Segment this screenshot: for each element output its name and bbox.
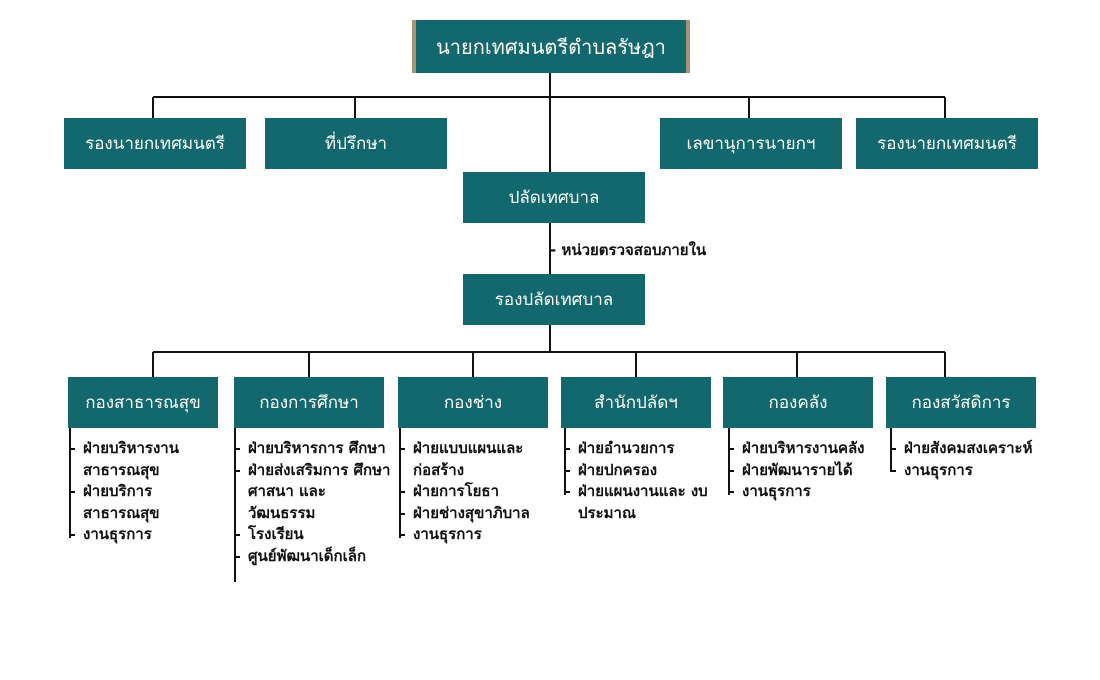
clerk-office-sublist: ฝ่ายอำนวยการ ฝ่ายปกครอง ฝ่ายแผนงานและ งบ… [563,438,719,524]
division-label: กองช่าง [443,393,503,413]
sub-unit-item: โรงเรียน [233,524,395,546]
division-box-education: กองการศึกษา [234,377,384,428]
sub-unit-item: ศูนย์พัฒนาเด็กเล็ก [233,546,395,568]
division-box-public-health: กองสาธารณสุข [68,377,218,428]
sub-unit-item: ฝ่ายบริการ สาธารณสุข [68,481,228,524]
sub-unit-item: ฝ่ายบริหารการ ศึกษา [233,438,395,460]
division-box-finance: กองคลัง [723,377,873,428]
education-sublist: ฝ่ายบริหารการ ศึกษา ฝ่ายส่งเสริมการ ศึกษ… [233,438,395,568]
sub-unit-item: ฝ่ายพัฒนารายได้ [727,460,897,482]
division-box-engineering: กองช่าง [398,377,548,428]
division-label: กองสาธารณสุข [85,393,201,413]
division-label: สำนักปลัดฯ [594,393,678,413]
mayor-label: นายกเทศมนตรีตำบลรัษฎา [436,34,666,59]
sub-unit-item: ฝ่ายแผนงานและ งบประมาณ [563,481,719,524]
sub-unit-item: ฝ่ายแบบแผนและ ก่อสร้าง [398,438,558,481]
sub-unit-item: ฝ่ายปกครอง [563,460,719,482]
division-label: กองสวัสดิการ [911,393,1011,413]
deputy-mayor-right-box: รองนายกเทศมนตรี [856,118,1038,169]
deputy-mayor-left-label: รองนายกเทศมนตรี [85,134,225,154]
sub-unit-item: ฝ่ายช่างสุขาภิบาล [398,503,558,525]
deputy-mayor-left-box: รองนายกเทศมนตรี [64,118,246,169]
secretary-box: เลขานุการนายกฯ [660,118,842,169]
sub-unit-item: งานธุรการ [889,460,1067,482]
sub-unit-item: งานธุรการ [398,524,558,546]
advisor-label: ที่ปรึกษา [324,134,388,154]
division-box-welfare: กองสวัสดิการ [886,377,1036,428]
mayor-box: นายกเทศมนตรีตำบลรัษฎา [412,20,690,73]
public-health-sublist: ฝ่ายบริหารงาน สาธารณสุข ฝ่ายบริการ สาธาร… [68,438,228,546]
welfare-sublist: ฝ่ายสังคมสงเคราะห์ งานธุรการ [889,438,1067,481]
division-label: กองการศึกษา [259,393,359,413]
engineering-sublist: ฝ่ายแบบแผนและ ก่อสร้าง ฝ่ายการโยธา ฝ่ายช… [398,438,558,546]
secretary-label: เลขานุการนายกฯ [686,134,816,154]
sub-unit-item: งานธุรการ [68,524,228,546]
sub-unit-item: ฝ่ายส่งเสริมการ ศึกษา ศาสนา และ วัฒนธรรม [233,460,395,525]
division-label: กองคลัง [768,393,828,413]
sub-unit-item: ฝ่ายบริหารงาน สาธารณสุข [68,438,228,481]
clerk-box: ปลัดเทศบาล [463,172,645,223]
deputy-clerk-box: รองปลัดเทศบาล [463,274,645,325]
deputy-mayor-right-label: รองนายกเทศมนตรี [877,134,1017,154]
sub-unit-item: ฝ่ายบริหารงานคลัง [727,438,897,460]
advisor-box: ที่ปรึกษา [265,118,447,169]
deputy-clerk-label: รองปลัดเทศบาล [494,290,614,310]
sub-unit-item: ฝ่ายสังคมสงเคราะห์ [889,438,1067,460]
sub-unit-item: ฝ่ายการโยธา [398,481,558,503]
clerk-label: ปลัดเทศบาล [508,188,600,208]
sub-unit-item: ฝ่ายอำนวยการ [563,438,719,460]
finance-sublist: ฝ่ายบริหารงานคลัง ฝ่ายพัฒนารายได้ งานธุร… [727,438,897,503]
sub-unit-item: งานธุรการ [727,481,897,503]
internal-audit-label: - หน่วยตรวจสอบภายใน [550,241,707,259]
division-box-clerk-office: สำนักปลัดฯ [561,377,711,428]
